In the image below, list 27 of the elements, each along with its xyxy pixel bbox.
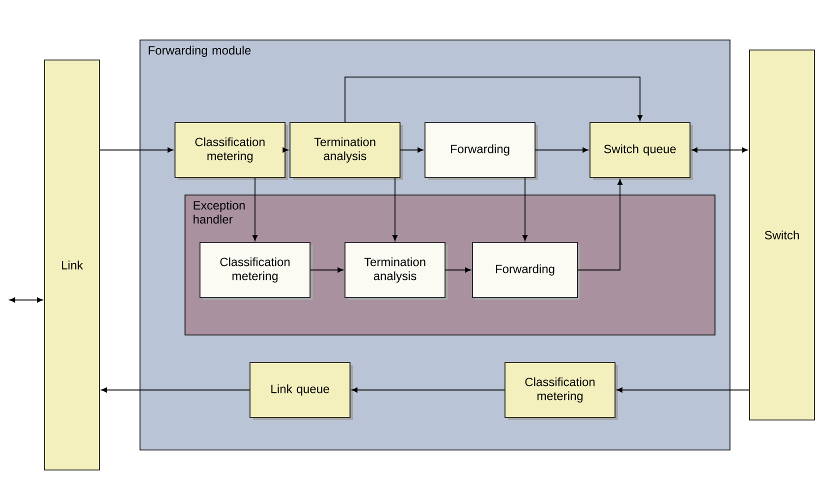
- arrow: [616, 387, 750, 393]
- arrow: [692, 147, 748, 153]
- process-box: Link queue: [250, 362, 353, 420]
- arrow: [252, 177, 258, 241]
- process-box: Forwarding: [472, 242, 580, 300]
- arrow: [522, 177, 528, 241]
- arrow: [282, 147, 288, 153]
- arrow: [444, 267, 471, 273]
- process-box: Classification metering: [200, 242, 313, 300]
- process-box: Termination analysis: [344, 242, 448, 300]
- arrow: [310, 267, 344, 273]
- process-box: Termination analysis: [290, 122, 403, 180]
- block-bar: Link: [44, 60, 100, 470]
- arrow: [99, 147, 174, 153]
- process-box: Classification metering: [174, 122, 288, 180]
- block-bar: Switch: [749, 50, 815, 420]
- process-box: Switch queue: [590, 122, 693, 180]
- arrow: [534, 147, 588, 153]
- arrow: [101, 387, 250, 393]
- arrow: [9, 297, 43, 303]
- process-box: Classification metering: [504, 362, 618, 420]
- arrow: [392, 177, 398, 241]
- arrow: [344, 76, 643, 123]
- arrow: [577, 179, 623, 270]
- arrow: [400, 147, 424, 153]
- process-box: Forwarding: [424, 122, 538, 180]
- arrow: [352, 387, 506, 393]
